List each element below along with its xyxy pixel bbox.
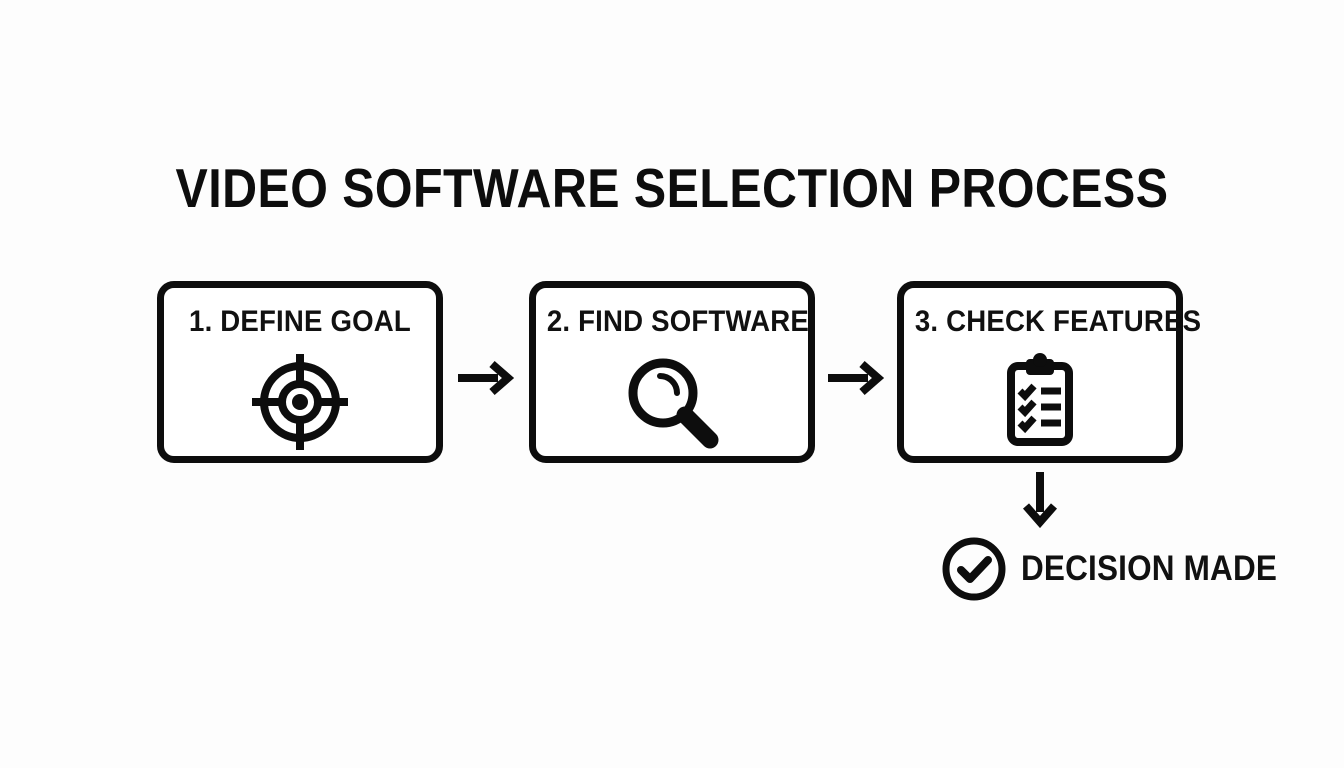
outcome-decision-made: DECISION MADE: [941, 536, 1306, 602]
magnifying-glass-icon: [620, 350, 724, 454]
arrow-down-icon: [1018, 470, 1062, 528]
clipboard-checklist-icon: [988, 350, 1092, 454]
step-label: 1. DEFINE GOAL: [189, 305, 411, 338]
step-box-define-goal[interactable]: 1. DEFINE GOAL: [157, 281, 443, 463]
arrow-right-icon: [826, 358, 884, 398]
page-title: VIDEO SOFTWARE SELECTION PROCESS: [175, 157, 1169, 219]
step-box-check-features[interactable]: 3. CHECK FEATURES: [897, 281, 1202, 463]
step-box-find-software[interactable]: 2. FIND SOFTWARE: [529, 281, 815, 463]
arrow-right-icon: [456, 358, 514, 398]
check-circle-icon: [941, 536, 1007, 602]
step-label: 3. CHECK FEATURES: [914, 305, 1202, 338]
step-label: 2. FIND SOFTWARE: [546, 305, 809, 338]
outcome-label: DECISION MADE: [1021, 549, 1278, 588]
target-icon: [248, 350, 352, 454]
